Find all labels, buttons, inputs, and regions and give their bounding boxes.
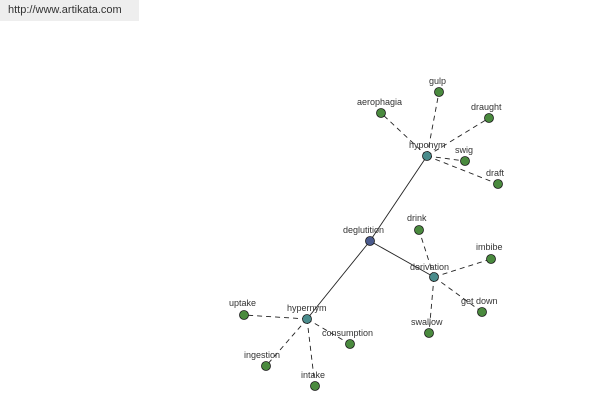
edge-hyponym-draught xyxy=(426,117,490,157)
leaf-node-label: draft xyxy=(486,168,505,178)
leaf-node-swig[interactable]: swig xyxy=(455,145,473,166)
hub-node-marker[interactable] xyxy=(429,272,439,282)
hub-node-derivation[interactable]: derivation xyxy=(410,262,449,282)
leaf-node-marker[interactable] xyxy=(424,328,434,338)
edge-deglutition-derivation xyxy=(369,240,435,278)
leaf-node-draught[interactable]: draught xyxy=(471,102,502,123)
leaf-node-marker[interactable] xyxy=(493,179,503,189)
leaf-node-intake[interactable]: intake xyxy=(301,370,325,391)
edge-derivation-imbibe xyxy=(433,258,492,278)
leaf-node-consumption[interactable]: consumption xyxy=(322,328,373,349)
leaf-node-marker[interactable] xyxy=(239,310,249,320)
leaf-node-ingestion[interactable]: ingestion xyxy=(244,350,280,371)
edge-hypernym-ingestion xyxy=(265,318,308,367)
leaf-node-label: imbibe xyxy=(476,242,503,252)
hub-node-marker[interactable] xyxy=(422,151,432,161)
leaf-node-label: swallow xyxy=(411,317,443,327)
leaf-node-label: intake xyxy=(301,370,325,380)
edge-derivation-get-down xyxy=(433,276,483,313)
leaf-node-label: drink xyxy=(407,213,427,223)
leaf-node-label: ingestion xyxy=(244,350,280,360)
center-node-label: deglutition xyxy=(343,225,384,235)
leaf-node-aerophagia[interactable]: aerophagia xyxy=(357,97,402,118)
leaf-node-label: swig xyxy=(455,145,473,155)
leaf-node-marker[interactable] xyxy=(376,108,386,118)
leaf-node-marker[interactable] xyxy=(477,307,487,317)
leaf-node-imbibe[interactable]: imbibe xyxy=(476,242,503,264)
edge-deglutition-hypernym xyxy=(306,240,371,320)
source-url[interactable]: http://www.artikata.com xyxy=(0,0,139,21)
leaf-node-label: get down xyxy=(461,296,498,306)
leaf-node-label: draught xyxy=(471,102,502,112)
edge-deglutition-hyponym xyxy=(369,155,428,242)
leaf-node-marker[interactable] xyxy=(345,339,355,349)
hub-node-hypernym[interactable]: hypernym xyxy=(287,303,327,324)
edge-hyponym-aerophagia xyxy=(380,112,428,157)
leaf-node-marker[interactable] xyxy=(310,381,320,391)
edge-hyponym-swig xyxy=(426,155,466,162)
leaf-node-marker[interactable] xyxy=(484,113,494,123)
leaf-node-marker[interactable] xyxy=(460,156,470,166)
edge-hypernym-uptake xyxy=(243,314,308,320)
leaf-node-marker[interactable] xyxy=(414,225,424,235)
leaf-node-uptake[interactable]: uptake xyxy=(229,298,256,320)
hub-node-label: hypernym xyxy=(287,303,327,313)
leaf-node-drink[interactable]: drink xyxy=(407,213,427,235)
leaf-node-get-down[interactable]: get down xyxy=(461,296,498,317)
graph-edges xyxy=(243,91,499,387)
leaf-node-marker[interactable] xyxy=(261,361,271,371)
edge-hypernym-intake xyxy=(306,318,316,387)
edge-hyponym-draft xyxy=(426,155,499,185)
leaf-node-label: uptake xyxy=(229,298,256,308)
graph-nodes: gulp aerophagia draught swig draft drink imbib… xyxy=(229,76,505,391)
edge-derivation-swallow xyxy=(428,276,435,334)
hub-node-label: hyponym xyxy=(409,140,446,150)
leaf-node-draft[interactable]: draft xyxy=(486,168,505,189)
leaf-node-marker[interactable] xyxy=(434,87,444,97)
leaf-node-swallow[interactable]: swallow xyxy=(411,317,443,338)
leaf-node-marker[interactable] xyxy=(486,254,496,264)
leaf-node-label: gulp xyxy=(429,76,446,86)
leaf-node-label: consumption xyxy=(322,328,373,338)
hub-node-hyponym[interactable]: hyponym xyxy=(409,140,446,161)
leaf-node-gulp[interactable]: gulp xyxy=(429,76,446,97)
center-node-deglutition[interactable]: deglutition xyxy=(343,225,384,246)
center-node-marker[interactable] xyxy=(365,236,375,246)
hub-node-marker[interactable] xyxy=(302,314,312,324)
edge-hyponym-gulp xyxy=(426,91,440,157)
hub-node-label: derivation xyxy=(410,262,449,272)
leaf-node-label: aerophagia xyxy=(357,97,402,107)
